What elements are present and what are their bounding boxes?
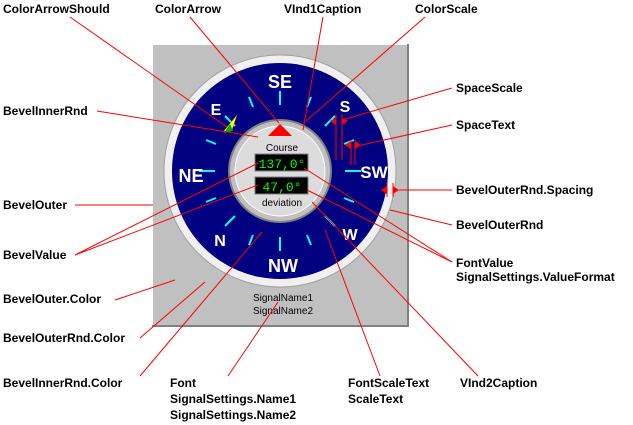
label-bevel-outer: BevelOuter [3, 198, 68, 212]
leader-line [139, 231, 263, 377]
label-font: Font [170, 376, 196, 390]
scale-letter-se: SE [268, 72, 292, 92]
leader-line [305, 16, 426, 122]
label-color-scale: ColorScale [415, 2, 478, 16]
label-color-arrow: ColorArrow [155, 2, 221, 16]
arrowhead [393, 186, 399, 194]
value-box-1 [254, 153, 309, 172]
label-scale-text: ScaleText [348, 392, 404, 406]
leader-line [227, 301, 279, 377]
label-bevel-outer-color: BevelOuter.Color [3, 292, 102, 306]
arrowhead [330, 118, 336, 125]
leader-line [356, 124, 453, 147]
signal-name-2: SignalName2 [253, 306, 313, 317]
label-bevel-inner-rnd: BevelInnerRnd [3, 104, 88, 118]
label-bevel-value: BevelValue [3, 248, 67, 262]
scale-tick [205, 139, 217, 145]
arrowhead [381, 186, 387, 194]
leader-lines [69, 16, 479, 377]
label-vind2-caption: VInd2Caption [460, 376, 538, 390]
arrowhead [355, 141, 361, 149]
scale-letter-n: N [214, 233, 226, 250]
leader-line [139, 281, 206, 339]
scale-tick [205, 197, 217, 203]
scale-tick [343, 139, 355, 145]
scale-letter-e: E [211, 102, 222, 119]
scale-tick [224, 215, 236, 227]
course-arrow-icon [268, 124, 292, 136]
leader-line [189, 16, 280, 124]
scale-letter-ne: NE [178, 166, 203, 186]
leader-line [74, 184, 259, 256]
arrowhead [345, 141, 351, 149]
vind1-caption-text: Course [266, 143, 299, 154]
label-signal-settings-name2: SignalSettings.Name2 [170, 408, 297, 422]
value-text-2: 47,0° [262, 180, 301, 195]
label-bevel-outer-rnd-color: BevelOuterRnd.Color [3, 331, 126, 345]
leader-line [114, 279, 176, 301]
scale-letter-nw: NW [268, 256, 298, 276]
label-space-text: SpaceText [456, 118, 516, 132]
scale-letter-w: W [342, 227, 358, 244]
leader-line [96, 110, 259, 138]
scale-tick [248, 96, 254, 108]
scale-letter-s: S [340, 99, 351, 116]
scale-tick [248, 234, 254, 246]
label-signal-settings-value-format: SignalSettings.ValueFormat [456, 270, 615, 284]
leader-line [302, 16, 324, 131]
signal-name-1: SignalName1 [253, 293, 313, 304]
leader-line [324, 229, 381, 377]
label-bevel-outer-rnd-spacing: BevelOuterRnd.Spacing [456, 183, 594, 197]
label-font-scale-text: FontScaleText [348, 376, 430, 390]
label-color-arrow-should: ColorArrowShould [3, 2, 110, 16]
arrow-should-shadow [224, 124, 233, 133]
leader-line [74, 162, 259, 256]
scale-letter-sw: SW [360, 163, 388, 182]
label-signal-settings-name1: SignalSettings.Name1 [170, 392, 297, 406]
leader-line [389, 209, 453, 226]
leader-line [341, 87, 453, 121]
value-text-1: 137,0° [259, 157, 306, 172]
leader-line [303, 167, 453, 263]
bevel-outer-highlight [151, 43, 408, 326]
value-box-2 [254, 176, 309, 195]
leader-line [311, 201, 479, 377]
label-space-scale: SpaceScale [456, 81, 523, 95]
leader-line [69, 16, 228, 128]
label-bevel-inner-rnd-color: BevelInnerRnd.Color [3, 376, 123, 390]
label-bevel-outer-rnd: BevelOuterRnd [456, 218, 544, 232]
leader-line [306, 189, 453, 263]
scale-tick [306, 234, 312, 246]
scale-tick [343, 197, 355, 203]
bevel-outer-shadow [152, 44, 409, 327]
label-vind1-caption: VInd1Caption [284, 2, 362, 16]
vind2-caption-text: deviation [262, 198, 302, 209]
label-font-value: FontValue [456, 256, 514, 270]
